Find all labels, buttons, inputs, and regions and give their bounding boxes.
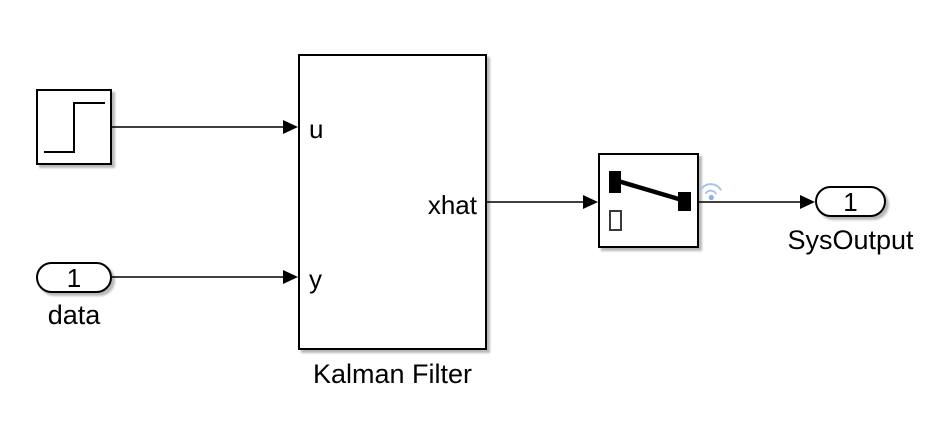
kalman-port-y-label: y: [309, 264, 322, 294]
signal-streaming-wifi-badge-icon[interactable]: [699, 174, 726, 203]
kalman-port-xhat-label: xhat: [427, 190, 477, 220]
kalman-port-u-label: u: [309, 114, 324, 144]
kalman-filter-block[interactable]: u y xhat: [298, 54, 487, 350]
manual-switch-block[interactable]: [598, 153, 699, 248]
wire-switch-to-outport[interactable]: [699, 195, 815, 209]
arrowhead-outport-input: [800, 195, 815, 209]
outport-label[interactable]: SysOutput: [787, 225, 914, 255]
inport-label[interactable]: data: [47, 300, 101, 330]
inport-number: 1: [66, 262, 82, 293]
outport-block[interactable]: 1: [815, 186, 886, 217]
arrowhead-u-input: [283, 120, 298, 134]
wire-xhat-to-switch[interactable]: [487, 195, 598, 209]
step-signal-icon: [44, 102, 105, 153]
kalman-filter-label[interactable]: Kalman Filter: [312, 359, 473, 389]
outport-number: 1: [843, 186, 858, 217]
arrowhead-switch-input: [583, 195, 598, 209]
manual-switch-icon: [609, 171, 691, 231]
wire-step-to-u[interactable]: [112, 120, 298, 134]
arrowhead-y-input: [283, 270, 298, 284]
step-block[interactable]: [36, 89, 112, 165]
inport-data-block[interactable]: 1: [36, 262, 112, 293]
wire-data-to-y[interactable]: [112, 270, 298, 284]
